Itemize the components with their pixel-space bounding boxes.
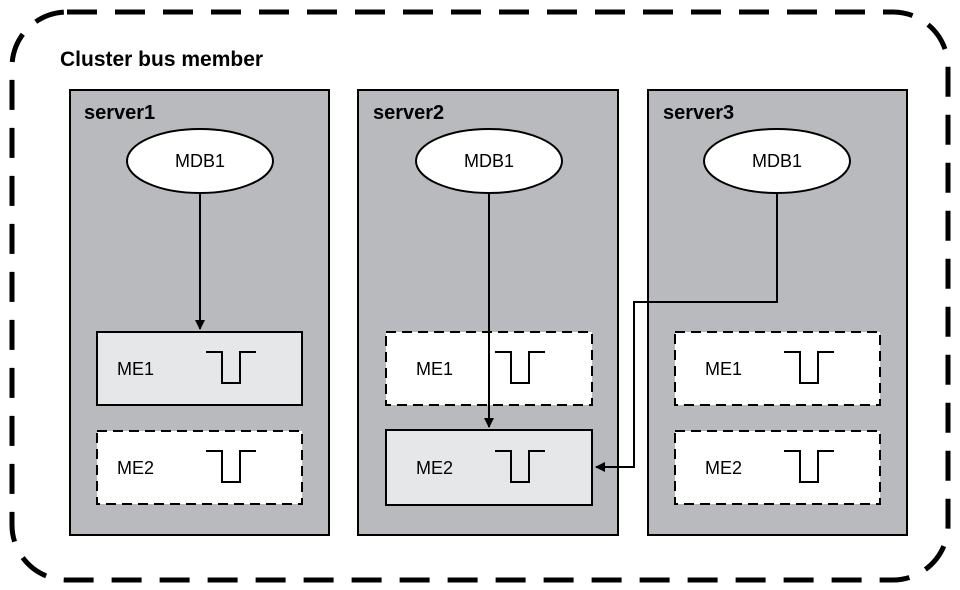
cluster-title: Cluster bus member [60, 48, 263, 71]
queue-icon [495, 351, 545, 384]
server-name: server3 [663, 102, 734, 124]
messaging-engine-box [96, 430, 303, 505]
mdb-label: MDB1 [752, 151, 802, 171]
server-name: server1 [84, 102, 155, 124]
messaging-engine-label: ME2 [705, 458, 742, 478]
queue-icon [206, 351, 256, 384]
messaging-engine-label: ME1 [705, 359, 742, 379]
queue-icon [784, 351, 834, 384]
queue-icon [495, 450, 545, 483]
cluster-boundary [9, 9, 951, 583]
messaging-engine-box [674, 430, 881, 505]
messaging-engine-label: ME2 [416, 458, 453, 478]
queue-icon [784, 450, 834, 483]
mdb-label: MDB1 [464, 151, 514, 171]
messaging-engine-label: ME1 [416, 359, 453, 379]
connector-arrow [595, 193, 778, 472]
server-name: server2 [373, 102, 444, 124]
server-panel: server3 MDB1 ME1 ME2 [647, 89, 908, 536]
messaging-engine-box [674, 331, 881, 406]
messaging-engine-label: ME2 [117, 458, 154, 478]
queue-icon [206, 450, 256, 483]
messaging-engine-box [385, 429, 593, 506]
mdb-label: MDB1 [175, 151, 225, 171]
messaging-engine-label: ME1 [117, 359, 154, 379]
messaging-engine-box [96, 331, 303, 406]
